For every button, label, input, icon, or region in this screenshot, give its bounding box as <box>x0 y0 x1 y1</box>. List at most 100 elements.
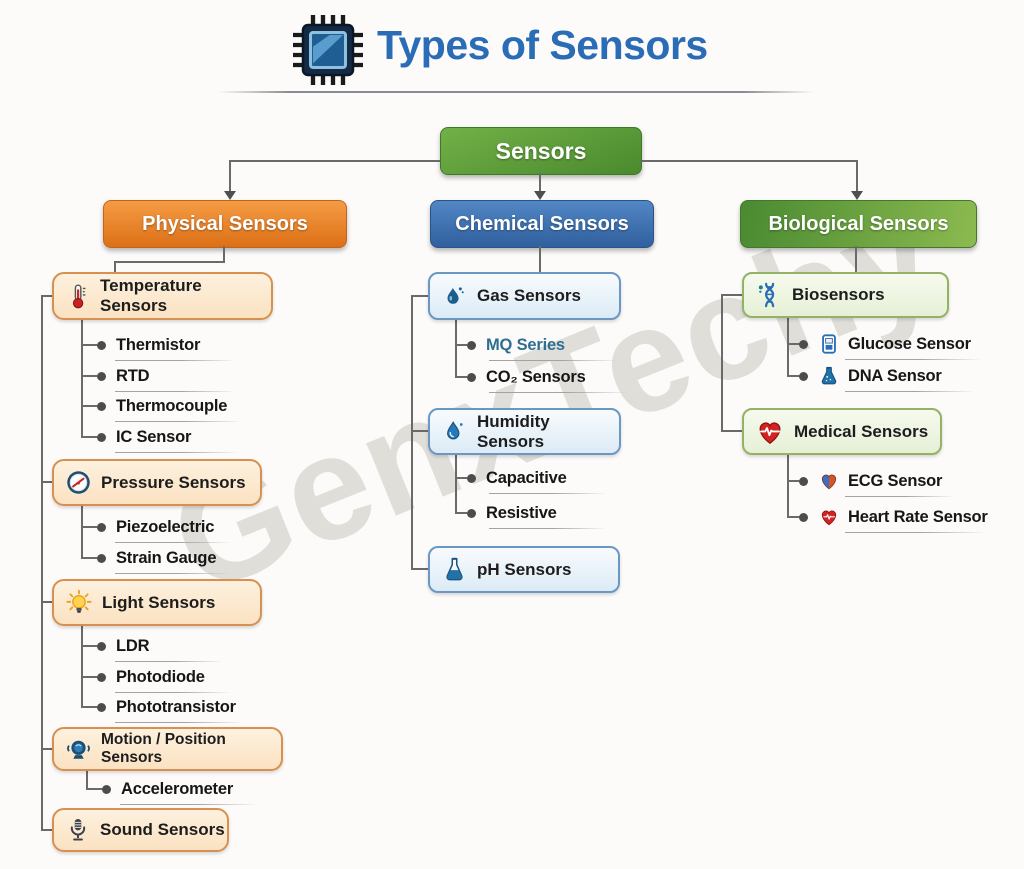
title-divider <box>218 91 814 93</box>
page-title: Types of Sensors <box>377 22 708 68</box>
humidity-drop-icon <box>447 421 463 440</box>
node-biosensors: Biosensors <box>742 272 949 318</box>
arrow-down-icon <box>851 191 863 200</box>
group-label: Gas Sensors <box>477 286 581 305</box>
connector-line <box>114 261 116 272</box>
item-label: CO₂ Sensors <box>486 367 586 386</box>
pressure-gauge-icon <box>67 471 90 494</box>
bullet-icon <box>467 372 476 382</box>
bullet-icon <box>467 473 476 483</box>
item-label: ECG Sensor <box>848 471 943 490</box>
list-item: Glucose Sensor <box>787 330 979 360</box>
item-label: Resistive <box>486 503 557 522</box>
node-pressure-sensors: Pressure Sensors <box>52 459 262 506</box>
list-item: Thermocouple <box>81 392 239 422</box>
bullet-icon <box>97 672 106 682</box>
item-label: Thermocouple <box>116 396 228 415</box>
item-label: Capacitive <box>486 468 567 487</box>
item-label: Photodiode <box>116 667 205 686</box>
connector-line <box>722 430 742 432</box>
bullet-icon <box>97 641 106 651</box>
group-label: Medical Sensors <box>794 421 929 441</box>
list-item: ECG Sensor <box>787 467 952 497</box>
connector-line <box>42 748 52 750</box>
connector-line <box>412 568 428 570</box>
bullet-icon <box>97 401 106 411</box>
item-label: RTD <box>116 366 150 385</box>
bullet-icon <box>102 784 111 794</box>
bullet-icon <box>799 512 808 522</box>
node-chemical-sensors: Chemical Sensors <box>430 200 654 248</box>
item-label: Heart Rate Sensor <box>848 507 988 526</box>
node-sensors-root: Sensors <box>440 127 642 175</box>
connector-line <box>722 294 742 296</box>
dna-flask-icon <box>821 366 837 385</box>
ecg-heart-icon <box>821 474 837 490</box>
bullet-icon <box>97 340 106 350</box>
node-motion-position-sensors: Motion / Position Sensors <box>52 727 283 771</box>
connector-line <box>81 506 83 559</box>
bullet-icon <box>467 508 476 518</box>
thermometer-icon <box>72 284 86 309</box>
arrow-down-icon <box>224 191 236 200</box>
item-label: Thermistor <box>116 335 201 354</box>
group-label: Motion / Position Sensors <box>101 731 226 766</box>
gas-drop-icon <box>447 286 464 304</box>
bullet-icon <box>97 522 106 532</box>
group-label: Sound Sensors <box>100 820 225 839</box>
connector-line <box>41 295 43 831</box>
item-label: Glucose Sensor <box>848 334 971 353</box>
item-label: IC Sensor <box>116 427 192 446</box>
node-gas-sensors: Gas Sensors <box>428 272 621 320</box>
item-label: Accelerometer <box>121 779 234 798</box>
group-label: Humidity Sensors <box>477 411 550 451</box>
connector-line <box>787 455 789 518</box>
bullet-icon <box>97 371 106 381</box>
connector-line <box>855 246 857 272</box>
connector-line <box>721 294 723 432</box>
connector-line <box>455 455 457 514</box>
list-item: Piezoelectric <box>81 513 229 543</box>
bullet-icon <box>97 553 106 563</box>
connector-line <box>42 601 52 603</box>
ph-flask-icon <box>446 557 463 581</box>
microphone-icon <box>70 818 86 841</box>
node-temperature-sensors: Temperature Sensors <box>52 272 273 320</box>
item-label: MQ Series <box>486 335 565 354</box>
item-label: Phototransistor <box>116 697 236 716</box>
node-ph-sensors: pH Sensors <box>428 546 620 593</box>
connector-line <box>86 771 88 790</box>
group-label: Temperature Sensors <box>100 276 202 315</box>
group-label: Light Sensors <box>102 592 216 612</box>
bullet-icon <box>97 702 106 712</box>
node-light-sensors: Light Sensors <box>52 579 262 626</box>
motion-camera-icon <box>67 740 90 759</box>
connector-line <box>640 160 857 162</box>
connector-line <box>42 481 52 483</box>
group-label: pH Sensors <box>477 559 572 579</box>
list-item: DNA Sensor <box>787 362 972 392</box>
bullet-icon <box>467 340 476 350</box>
list-item: Photodiode <box>81 663 229 693</box>
connector-line <box>229 160 440 162</box>
connector-line <box>787 318 789 377</box>
connector-line <box>114 261 225 263</box>
connector-line <box>412 430 428 432</box>
connector-line <box>412 295 428 297</box>
heart-ecg-icon <box>759 421 781 444</box>
list-item: Resistive <box>455 499 605 529</box>
bullet-icon <box>799 476 808 486</box>
list-item: Capacitive <box>455 464 605 494</box>
list-item: MQ Series <box>455 331 617 361</box>
branch-label: Chemical Sensors <box>455 212 629 235</box>
connector-line <box>539 246 541 272</box>
list-item: Strain Gauge <box>81 544 229 574</box>
node-sound-sensors: Sound Sensors <box>52 808 229 852</box>
list-item: RTD <box>81 362 233 392</box>
connector-line <box>856 160 858 191</box>
connector-line <box>411 295 413 570</box>
branch-label: Biological Sensors <box>768 212 949 235</box>
connector-line <box>229 160 231 191</box>
list-item: Thermistor <box>81 331 233 361</box>
chip-icon <box>293 15 363 85</box>
